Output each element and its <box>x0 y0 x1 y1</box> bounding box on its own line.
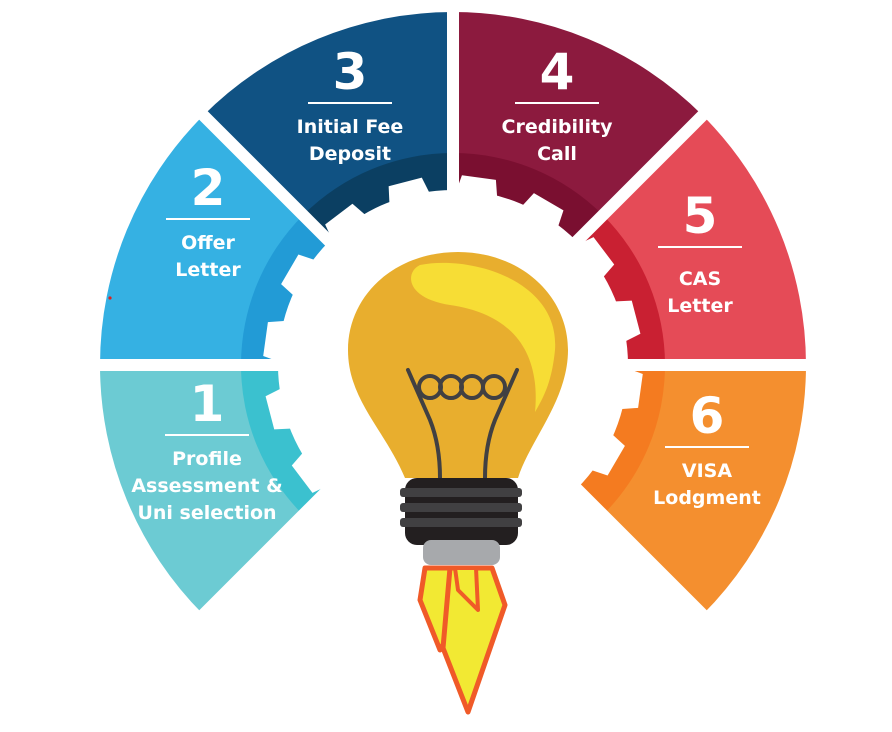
divider <box>658 246 742 248</box>
step-4: 4 Credibility Call <box>462 46 652 168</box>
step-label: VISA Lodgment <box>653 460 761 509</box>
step-6: 6 VISA Lodgment <box>612 390 802 512</box>
step-3: 3 Initial Fee Deposit <box>255 46 445 168</box>
step-number: 5 <box>682 187 718 245</box>
bulb-highlight <box>411 262 556 412</box>
divider <box>166 218 250 220</box>
step-5: 5 CAS Letter <box>605 190 795 320</box>
step-2: 2 Offer Letter <box>113 162 303 284</box>
segment-inner-band <box>453 153 603 242</box>
segment-inner-band <box>241 215 330 365</box>
flame-icon <box>417 565 508 715</box>
step-label: Offer Letter <box>175 232 241 281</box>
segment-4 <box>453 12 703 242</box>
divider <box>515 102 599 104</box>
segment-gap <box>187 99 352 264</box>
divider <box>308 102 392 104</box>
step-1: 1 Profile Assessment & Uni selection <box>112 378 302 527</box>
filament-icon <box>406 368 519 480</box>
segment-6 <box>576 365 806 615</box>
step-label: Initial Fee Deposit <box>296 116 404 165</box>
step-number: 2 <box>190 159 226 217</box>
step-label: CAS Letter <box>667 268 733 317</box>
bulb-cap <box>423 540 500 565</box>
step-number: 4 <box>539 43 575 101</box>
segment-gap <box>554 99 719 264</box>
segment-gap <box>187 466 352 631</box>
step-number: 6 <box>689 387 725 445</box>
step-number: 1 <box>189 375 225 433</box>
base-threads <box>400 488 522 527</box>
step-label: Credibility Call <box>501 116 613 165</box>
divider <box>165 434 249 436</box>
step-number: 3 <box>332 43 368 101</box>
segment-inner-band <box>576 365 665 515</box>
divider <box>665 446 749 448</box>
stray-dot <box>108 296 112 300</box>
segment-gap <box>554 466 719 631</box>
step-label: Profile Assessment & Uni selection <box>131 448 283 524</box>
segment-2 <box>100 115 330 366</box>
